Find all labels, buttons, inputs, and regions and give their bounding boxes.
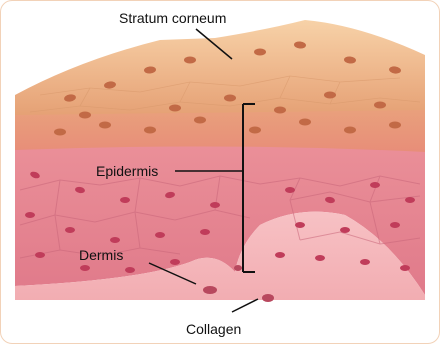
cell-nucleus (210, 202, 220, 208)
stratum-corneum-layer (15, 20, 425, 125)
cell-nucleus (120, 197, 130, 203)
cell-nucleus (254, 49, 266, 56)
cell-nucleus (405, 197, 415, 203)
cell-nucleus (125, 267, 135, 273)
epidermis-label: Epidermis (95, 163, 159, 179)
cell-nucleus (324, 92, 336, 99)
cell-nucleus (54, 129, 66, 136)
cell-nucleus (25, 212, 35, 218)
cell-nucleus (249, 127, 261, 134)
cell-nucleus (389, 122, 401, 129)
cell-nucleus (340, 227, 350, 233)
cell-nucleus (315, 255, 325, 261)
cell-nucleus (35, 252, 45, 258)
cell-nucleus (144, 127, 156, 134)
collagen-fiber (234, 265, 242, 271)
cell-nucleus (194, 117, 206, 124)
collagen-fiber (203, 286, 217, 294)
cell-nucleus (299, 119, 311, 126)
cell-nucleus (274, 107, 286, 114)
cell-nucleus (360, 259, 370, 265)
collagen-fiber (262, 294, 274, 302)
cell-nucleus (344, 127, 356, 134)
stratum-corneum-label: Stratum corneum (119, 10, 226, 26)
cell-nucleus (184, 57, 196, 64)
cell-nucleus (370, 182, 380, 188)
cell-nucleus (390, 222, 400, 228)
cell-nucleus (65, 227, 75, 233)
cell-nucleus (285, 187, 295, 193)
cell-nucleus (295, 222, 305, 228)
cell-nucleus (374, 102, 386, 109)
collagen-leader (232, 299, 258, 312)
cell-nucleus (169, 105, 181, 112)
cell-nucleus (170, 259, 180, 265)
cell-nucleus (400, 265, 410, 271)
cell-nucleus (99, 122, 111, 129)
dermis-label: Dermis (79, 247, 123, 263)
cell-nucleus (200, 229, 210, 235)
cell-nucleus (80, 265, 90, 271)
cell-nucleus (79, 112, 91, 119)
cell-nucleus (275, 252, 285, 258)
cell-nucleus (155, 232, 165, 238)
cell-nucleus (110, 237, 120, 243)
collagen-label: Collagen (186, 321, 241, 337)
cell-nucleus (224, 95, 236, 102)
